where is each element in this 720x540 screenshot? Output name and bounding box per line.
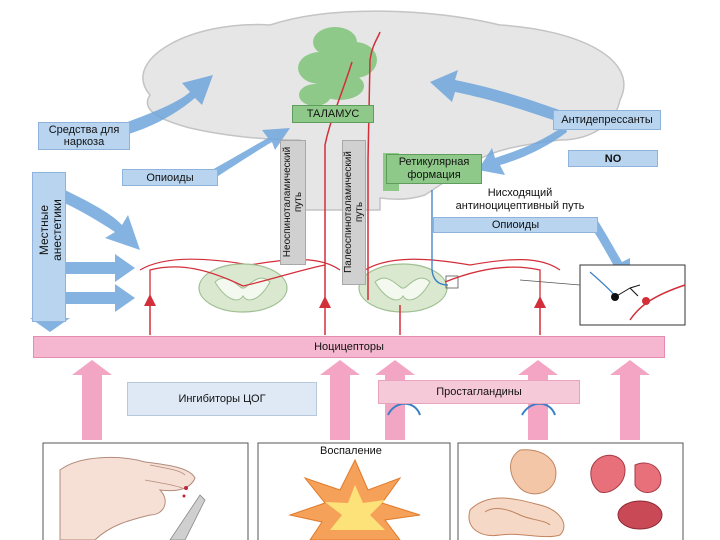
neospinothalamic-box (280, 140, 306, 265)
inflammation-burst-illustration (288, 458, 421, 540)
spinal-cord-left (139, 258, 341, 313)
pink-arrow-1 (72, 360, 112, 440)
arrow-left-3 (65, 284, 135, 312)
paleospinothalamic-box (342, 140, 366, 285)
arrow-left-2 (65, 254, 135, 282)
arrow-anesthesia-up (120, 75, 213, 135)
spinal-cord-right (358, 258, 561, 313)
prostaglandins-box: Простагландины (378, 380, 580, 404)
hand-illustration (59, 456, 206, 540)
inflammation-label: Воспаление (320, 445, 382, 457)
paleospinothalamic-line (367, 31, 381, 300)
no-label: NO (568, 150, 658, 167)
arrow-left-1 (62, 190, 140, 250)
paleospinothalamic-label: Палеоспиноталамический путь (343, 151, 365, 273)
neospinothalamic-label: Неоспиноталамический путь (282, 146, 304, 258)
arrow-antidepressants-down (478, 125, 567, 175)
internal-organs-illustration (468, 449, 663, 538)
opioids-left-label: Опиоиды (122, 169, 218, 186)
thalamus-green-lobes (298, 27, 377, 106)
synapse-inset (519, 264, 686, 326)
arrow-opioids-left-diag (208, 128, 290, 180)
cox-inhibitors-box: Ингибиторы ЦОГ (127, 382, 317, 416)
local-anesthetics-label: Местные анестетики (37, 199, 64, 261)
anesthesia-drugs-label: Средства для наркоза (38, 122, 130, 150)
antidepressants-label: Антидепрессанты (553, 110, 661, 130)
local-anesthetics-box (32, 172, 66, 322)
opioids-right-label: Опиоиды (433, 217, 598, 233)
thalamus-label: ТАЛАМУС (292, 105, 374, 123)
nociceptors-bar: Ноцицепторы (33, 336, 665, 358)
reticular-formation-label: Ретикулярная формация (386, 154, 482, 184)
pink-arrow-2 (320, 360, 360, 440)
descending-pathway-label: Нисходящий антиноцицептивный путь (455, 187, 585, 212)
pink-arrow-5 (610, 360, 650, 440)
descending-blue-line (431, 190, 449, 286)
arrow-antidepressants-up (430, 70, 565, 122)
